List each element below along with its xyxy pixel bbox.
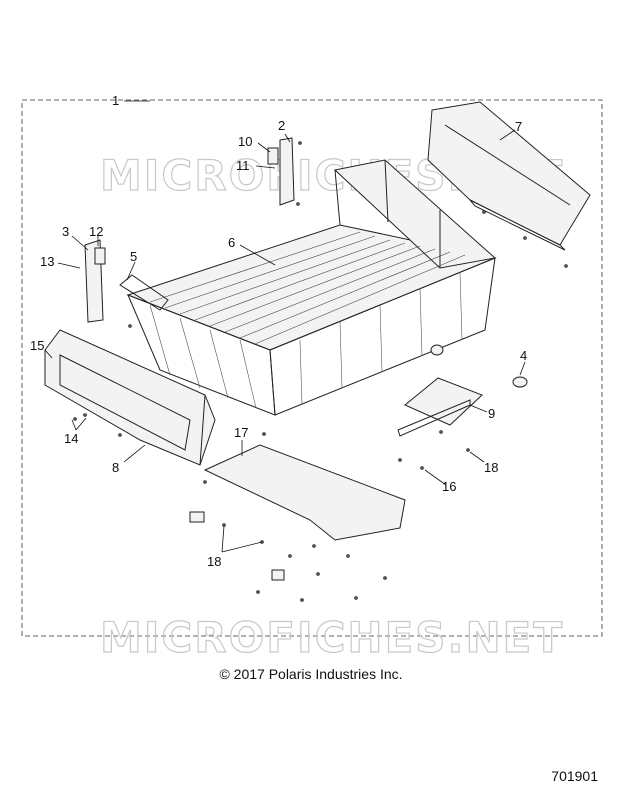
callout-3: 3 xyxy=(62,224,69,239)
cargo-box-tub xyxy=(126,159,497,416)
tailgate-panel xyxy=(44,329,216,466)
plug xyxy=(512,376,528,388)
floor-plate xyxy=(203,444,406,541)
assembly-border xyxy=(21,99,603,637)
callout-18-right: 18 xyxy=(484,460,498,475)
callout-11: 11 xyxy=(236,158,250,173)
drawing-number: 701901 xyxy=(551,768,598,784)
copyright-text: © 2017 Polaris Industries Inc. xyxy=(219,666,403,682)
callout-13: 13 xyxy=(40,254,54,269)
fasteners xyxy=(73,141,568,602)
callout-1: 1 xyxy=(112,93,119,108)
side-ribs xyxy=(149,271,463,409)
callout-4: 4 xyxy=(520,348,527,363)
callout-8: 8 xyxy=(112,460,119,475)
floor-ribs xyxy=(149,231,466,345)
callout-5: 5 xyxy=(130,249,137,264)
callout-6: 6 xyxy=(228,235,235,250)
callout-18-bottom: 18 xyxy=(207,554,221,569)
clip-left xyxy=(189,511,205,523)
callouts: 1 2 3 4 5 6 7 8 9 10 11 12 13 14 15 16 1… xyxy=(30,93,527,569)
callout-7: 7 xyxy=(515,119,522,134)
callout-12: 12 xyxy=(89,224,103,239)
callout-14: 14 xyxy=(64,431,78,446)
callout-16: 16 xyxy=(442,479,456,494)
callout-10: 10 xyxy=(238,134,252,149)
left-bracket xyxy=(84,239,106,323)
callout-17: 17 xyxy=(234,425,248,440)
plug-small xyxy=(430,344,444,356)
callout-15: 15 xyxy=(30,338,44,353)
access-plate xyxy=(404,377,483,426)
callout-2: 2 xyxy=(278,118,285,133)
leader-lines xyxy=(44,100,526,553)
watermark-bottom: MICROFICHES.NET xyxy=(100,613,564,662)
callout-9: 9 xyxy=(488,406,495,421)
clip-bottom xyxy=(271,569,285,581)
rear-panel xyxy=(427,101,591,251)
